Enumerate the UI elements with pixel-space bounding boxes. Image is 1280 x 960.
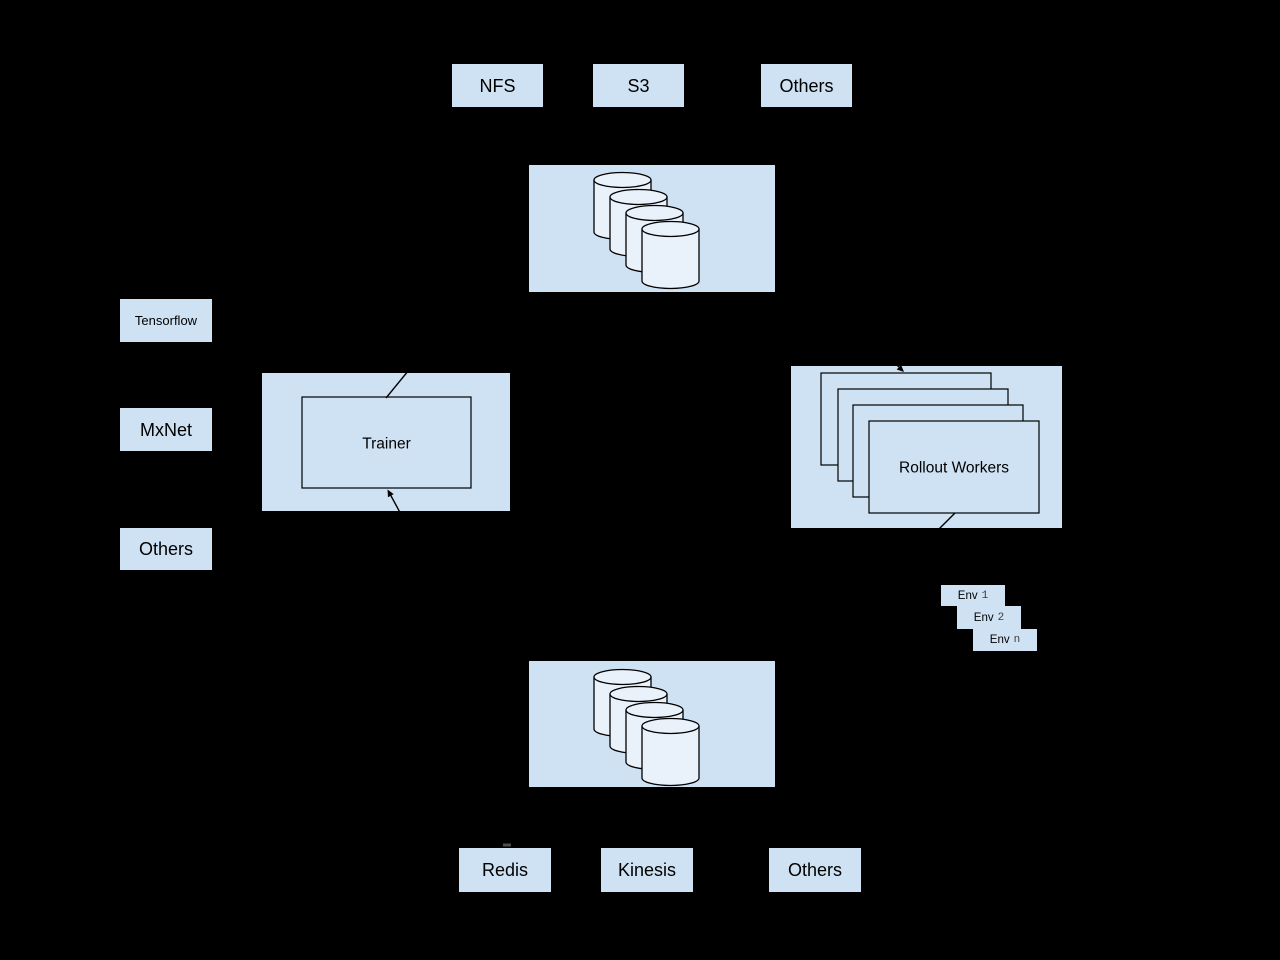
env-box-n: Env n xyxy=(973,629,1037,651)
node-tensorflow: Tensorflow xyxy=(120,299,212,342)
node-redis: Redis xyxy=(459,848,551,892)
env-label: Env xyxy=(957,589,978,602)
node-others-left: Others xyxy=(120,528,212,570)
env-index: 2 xyxy=(997,611,1005,624)
node-nfs: NFS xyxy=(452,64,543,107)
container-storage-cluster-bottom xyxy=(529,661,775,787)
node-others-bottom: Others xyxy=(769,848,861,892)
node-mxnet: MxNet xyxy=(120,408,212,451)
container-rollout-workers xyxy=(791,366,1062,528)
env-index: 1 xyxy=(981,589,989,602)
node-s3: S3 xyxy=(593,64,684,107)
container-trainer xyxy=(262,373,510,511)
env-box-2: Env 2 xyxy=(957,606,1021,629)
node-others-top: Others xyxy=(761,64,852,107)
env-index: n xyxy=(1013,634,1021,646)
env-box-1: Env 1 xyxy=(941,585,1005,606)
node-kinesis: Kinesis xyxy=(601,848,693,892)
env-label: Env xyxy=(973,611,994,624)
env-label: Env xyxy=(989,634,1010,646)
container-storage-cluster-top xyxy=(529,165,775,292)
